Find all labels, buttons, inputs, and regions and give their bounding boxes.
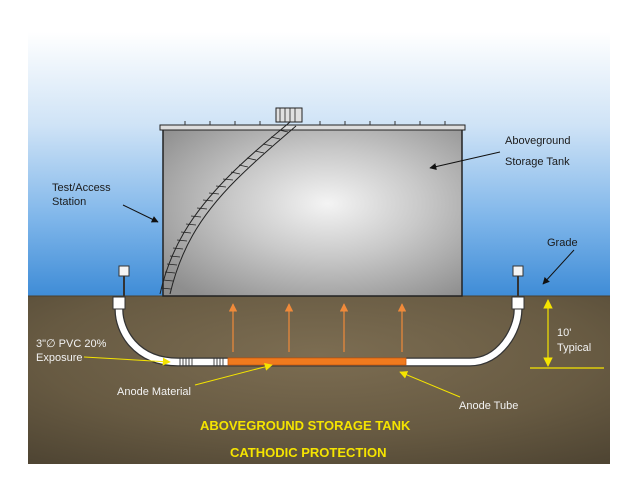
pvc-label-line2: Exposure xyxy=(36,352,83,364)
stairway xyxy=(159,107,303,295)
leader-lines xyxy=(122,151,575,285)
anode-material-label: Anode Material xyxy=(117,386,191,398)
tank-label-line1: Aboveground xyxy=(505,135,571,147)
test-station-right xyxy=(512,265,524,296)
title-line1: ABOVEGROUND STORAGE TANK xyxy=(200,418,411,433)
yellow-leader-lines xyxy=(83,356,461,398)
depth-label-line1: 10' xyxy=(557,327,572,339)
depth-label-line2: Typical xyxy=(557,342,592,354)
depth-dimension xyxy=(530,299,604,369)
grade-label: Grade xyxy=(547,237,578,249)
storage-tank xyxy=(159,121,466,297)
pvc-label-line1: 3"∅ PVC 20% xyxy=(36,338,107,350)
test-station-label-line2: Station xyxy=(52,196,87,208)
soil-ground xyxy=(28,296,610,464)
current-arrows xyxy=(228,303,407,352)
tank-label-line2: Storage Tank xyxy=(505,156,570,168)
title-line2: CATHODIC PROTECTION xyxy=(230,445,387,460)
test-station-label-line1: Test/Access xyxy=(52,182,111,194)
anode-tube-label: Anode Tube xyxy=(459,400,519,412)
test-station-left xyxy=(118,265,130,296)
anode-material-strip xyxy=(227,357,407,366)
